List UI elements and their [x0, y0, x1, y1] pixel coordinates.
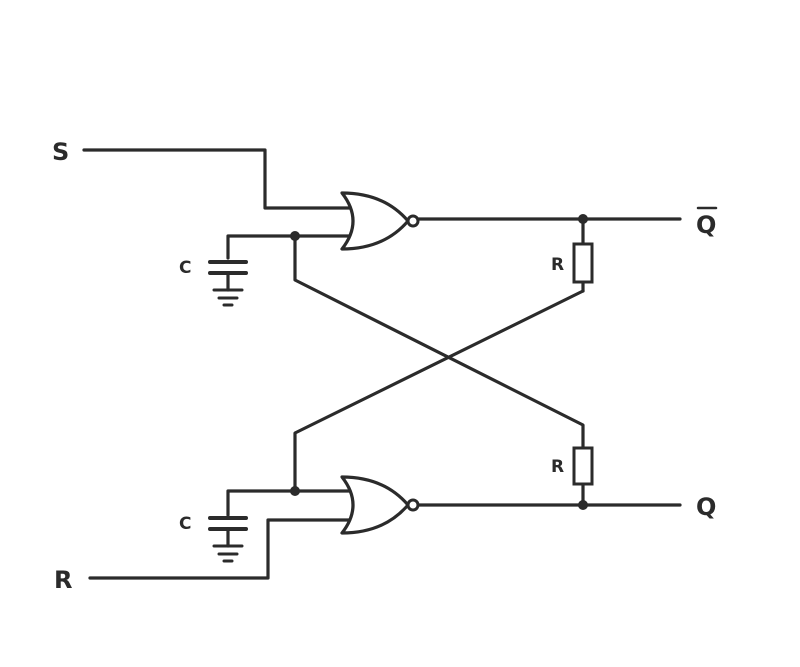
bottom-resistor-label: R [551, 457, 564, 477]
q-output-label: Q [696, 493, 716, 521]
bottom-nor-gate-icon [340, 475, 420, 535]
set-input-label: S [52, 138, 69, 166]
top-capacitor-label: C [179, 258, 191, 278]
bottom-capacitor-label: C [179, 514, 191, 534]
cross-wire-top-to-bottom-resistor [293, 234, 585, 450]
junction-q [578, 500, 588, 510]
cross-wire-top-resistor-to-bottom-gate [293, 289, 585, 493]
junction-bottom-input [290, 486, 300, 496]
top-ground-icon [212, 288, 244, 307]
reset-input-wire [88, 518, 352, 580]
top-resistor-label: R [551, 255, 564, 275]
top-gate-input2-wire [226, 234, 352, 260]
junction-q-bar [578, 214, 588, 224]
top-nor-gate-icon [340, 191, 420, 251]
q-bar-output-label: Q [696, 211, 716, 239]
bottom-resistor-icon [572, 446, 594, 486]
bottom-gate-input1-wire [226, 489, 352, 517]
top-capacitor-icon [208, 260, 248, 292]
bottom-capacitor-icon [208, 516, 248, 548]
set-input-wire [82, 148, 352, 210]
bottom-ground-icon [212, 544, 244, 563]
reset-input-label: R [54, 566, 72, 594]
top-resistor-icon [572, 242, 594, 284]
junction-top-input [290, 231, 300, 241]
